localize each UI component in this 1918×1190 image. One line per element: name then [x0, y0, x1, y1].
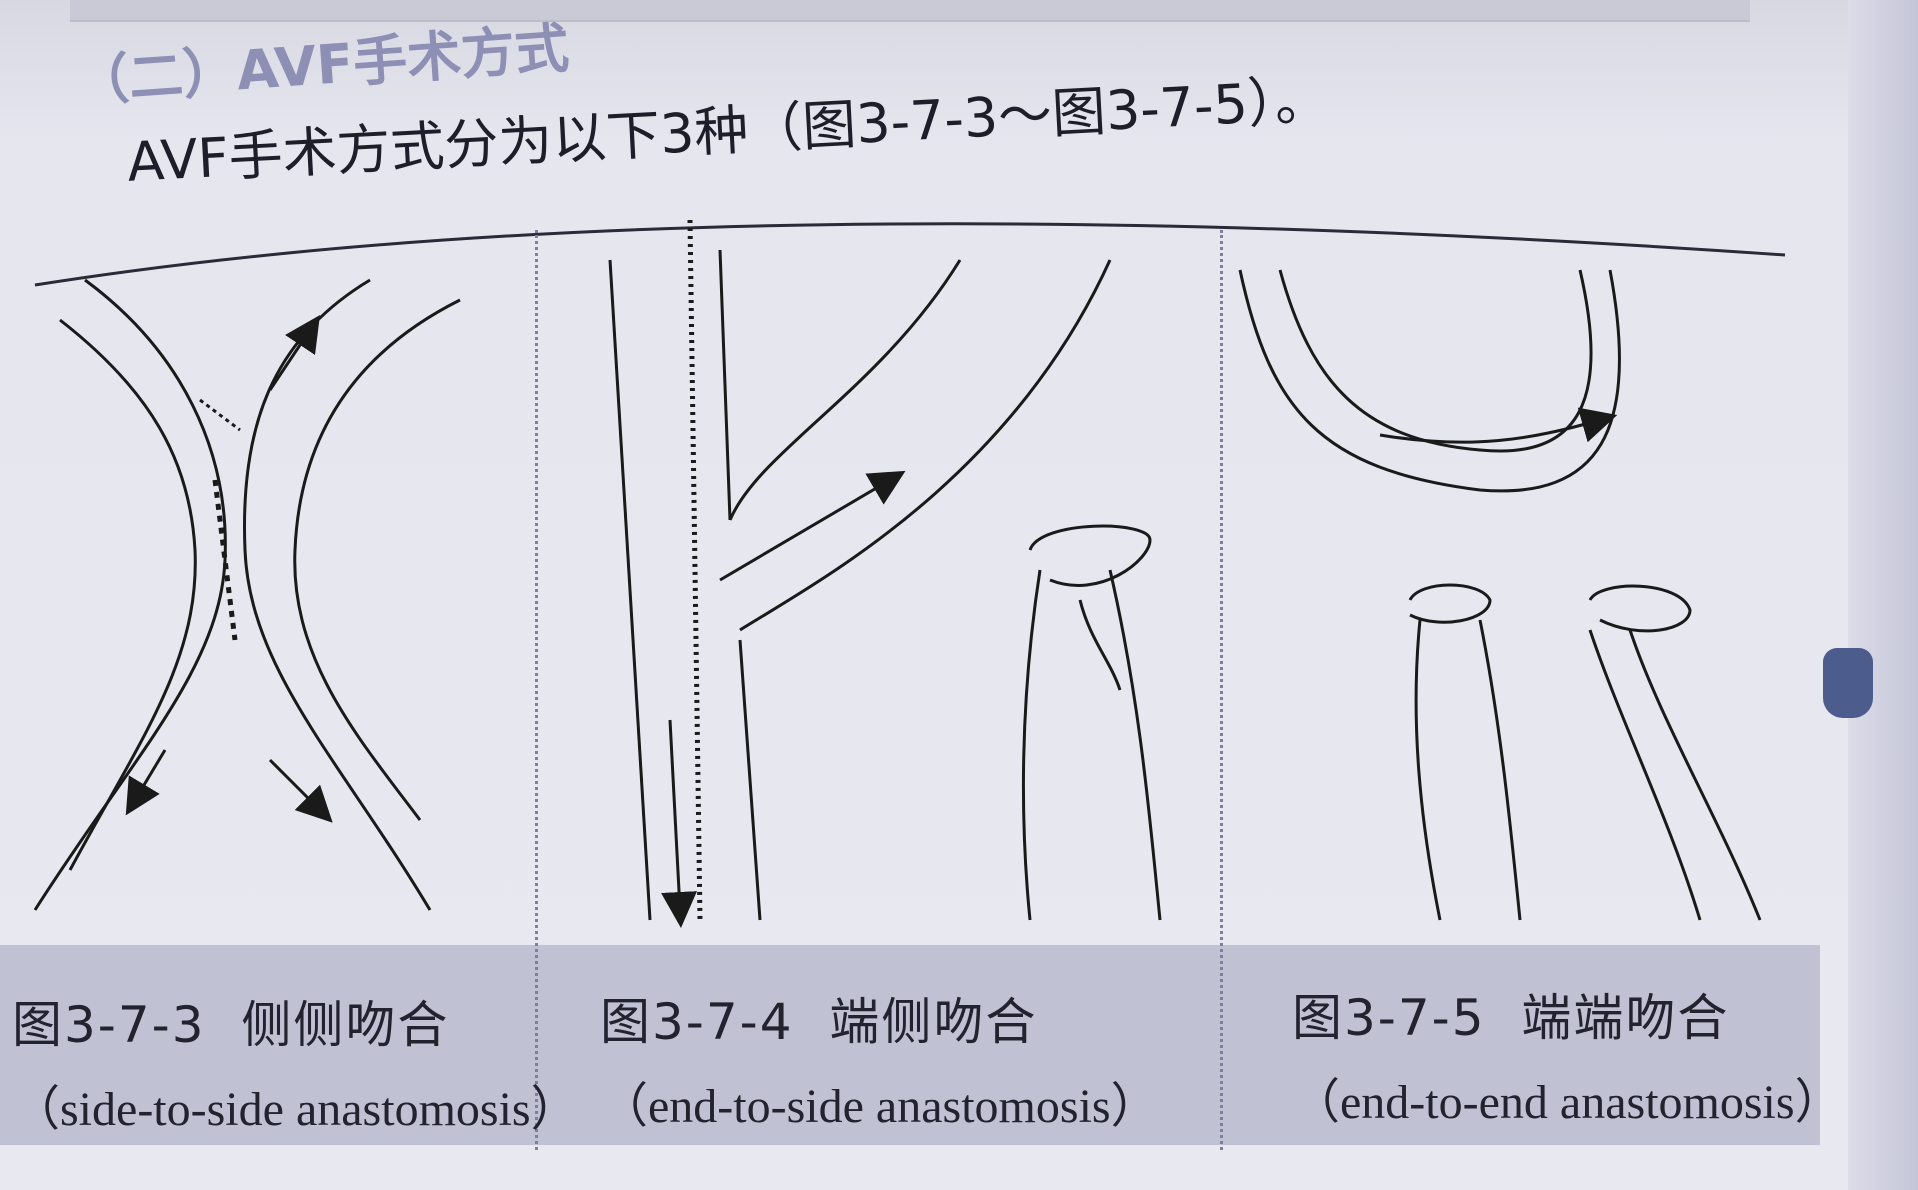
figure-title-cn: 端端吻合 — [1521, 989, 1730, 1047]
page-edge — [1848, 0, 1918, 1190]
figure-number: 图3-7-3 — [12, 996, 206, 1054]
anastomosis-illustrations — [33, 220, 1786, 928]
figure-title-en: （end-to-end anastomosis） — [1292, 1076, 1843, 1129]
figure-caption: 图3-7-3 侧侧吻合 （side-to-side anastomosis） — [12, 985, 579, 1139]
end-to-end-diagram — [1238, 269, 1762, 921]
top-band — [70, 0, 1750, 22]
figure-title-cn: 侧侧吻合 — [241, 996, 450, 1054]
figure-title-cn: 端侧吻合 — [829, 993, 1038, 1051]
figure-separator — [1220, 230, 1223, 1150]
figure-separator — [535, 230, 538, 1150]
end-to-side-diagram — [608, 220, 1162, 928]
figure-title-en: （end-to-side anastomosis） — [600, 1080, 1159, 1133]
caption-strip — [0, 945, 1820, 1145]
side-to-side-diagram — [33, 278, 461, 911]
figure-caption: 图3-7-5 端端吻合 （end-to-end anastomosis） — [1292, 978, 1843, 1132]
figure-caption: 图3-7-4 端侧吻合 （end-to-side anastomosis） — [600, 982, 1159, 1136]
figure-title-en: （side-to-side anastomosis） — [12, 1083, 579, 1136]
figure-number: 图3-7-4 — [600, 993, 794, 1051]
bookmark-clip-icon — [1823, 648, 1873, 718]
figure-number: 图3-7-5 — [1292, 989, 1486, 1047]
